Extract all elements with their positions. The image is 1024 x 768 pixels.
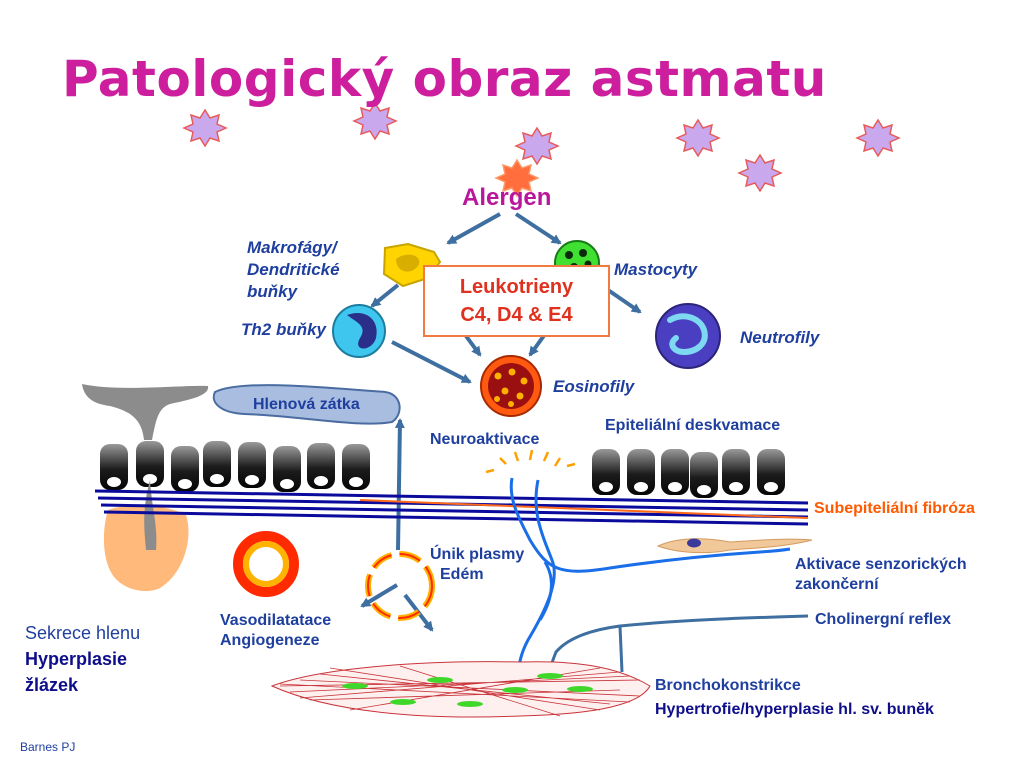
- vasodilatation-line-2: Angiogeneze: [220, 632, 320, 649]
- leukotrienes-line-2: C4, D4 & E4: [460, 304, 573, 326]
- allergen-particle-icon: [514, 126, 560, 166]
- allergen-particle-icon: [494, 158, 540, 198]
- macrophages-label-line-1: Makrofágy/: [247, 238, 337, 257]
- fibroblast-cell: [656, 538, 813, 554]
- mucus-plug-shape: [212, 384, 401, 425]
- leukotrienes-box: Leukotrieny C4, D4 & E4: [423, 265, 610, 337]
- blood-vessel-ring: [233, 531, 299, 597]
- arrow-allergen-macrophage: [446, 212, 501, 245]
- neuroactivation-sparks: [485, 449, 576, 474]
- mucus-secretion-line-2: Hyperplasie: [25, 649, 128, 669]
- leukotrienes-line-1: Leukotrieny: [459, 276, 574, 298]
- macrophages-label-line-3: buňky: [247, 282, 298, 301]
- sensory-activation-label: Aktivace senzorických zakončerní: [795, 555, 967, 595]
- epithelium-right: [592, 449, 785, 498]
- plasma-leak-line-2: Edém: [440, 566, 484, 583]
- mucus-secretion-label: Sekrece hlenu Hyperplasie žlázek: [25, 620, 140, 698]
- smooth-muscle-bundle: [270, 661, 651, 718]
- vasodilatation-line-1: Vasodilatatace: [220, 612, 332, 629]
- arrow-allergen-mastocyte: [514, 212, 562, 245]
- eosinophils-label: Eosinofily: [553, 377, 635, 396]
- slide-title: Patologický obraz astmatu: [62, 50, 827, 108]
- fibrosis-band: [359, 499, 809, 519]
- mucus-secretion-line-1: Sekrece hlenu: [25, 623, 141, 643]
- arrow-th2-eosinophil: [391, 340, 472, 384]
- allergen-particle-icon: [352, 101, 398, 141]
- arrow-mastocyte-neutrophil: [606, 288, 642, 314]
- epithelium-left: [100, 441, 370, 492]
- cholinergic-reflex-label: Cholinergní reflex: [815, 611, 952, 628]
- bronchoconstriction-label: Bronchokonstrikce: [655, 677, 801, 694]
- plasma-leak-label: Únik plasmy Edém: [430, 545, 524, 585]
- mastocytes-label: Mastocyty: [614, 260, 698, 279]
- footer-credit: Barnes PJ: [20, 740, 76, 754]
- macrophages-label-line-2: Dendritické: [247, 260, 340, 279]
- vasodilatation-label: Vasodilatatace Angiogeneze: [220, 611, 331, 651]
- mucus-secretion-line-3: žlázek: [25, 675, 79, 695]
- neuroactivation-label: Neuroaktivace: [430, 431, 540, 448]
- plasma-leak-line-1: Únik plasmy: [430, 546, 525, 563]
- pathway-arrows: [360, 212, 642, 632]
- arrow-leuko-eosinophil-left: [464, 334, 482, 357]
- allergen-particle-icon: [737, 153, 783, 193]
- th2-label: Th2 buňky: [241, 320, 327, 339]
- sensory-activation-line-2: zakončerní: [795, 576, 879, 593]
- sensory-activation-line-1: Aktivace senzorických: [795, 556, 967, 573]
- allergen-particles: [182, 101, 901, 198]
- mucus-plug-label: Hlenová zátka: [253, 396, 360, 413]
- arrow-plasma-left: [360, 583, 399, 608]
- allergen-particle-icon: [855, 118, 901, 158]
- gland-secretion-shape: [82, 384, 209, 440]
- allergen-particle-icon: [675, 118, 721, 158]
- neutrophils-label: Neutrofily: [740, 328, 820, 347]
- subepithelial-fibrosis-label: Subepiteliální fibróza: [814, 500, 975, 517]
- th2-cell: [332, 304, 386, 358]
- allergen-particle-icon: [182, 108, 228, 148]
- arrow-macrophage-th2: [370, 283, 400, 308]
- arrow-to-mucus-plug: [394, 418, 405, 551]
- eosinophil-cell: [480, 355, 542, 417]
- sensory-nerves: [509, 477, 791, 673]
- hypertrophy-label: Hypertrofie/hyperplasie hl. sv. buněk: [655, 701, 934, 718]
- macrophages-label: Makrofágy/ Dendritické buňky: [247, 237, 340, 303]
- epithelial-desquamation-label: Epiteliální deskvamace: [605, 417, 781, 434]
- allergen-label: Alergen: [462, 184, 552, 211]
- neutrophil-cell: [655, 303, 721, 369]
- cholinergic-nerve: [548, 614, 809, 673]
